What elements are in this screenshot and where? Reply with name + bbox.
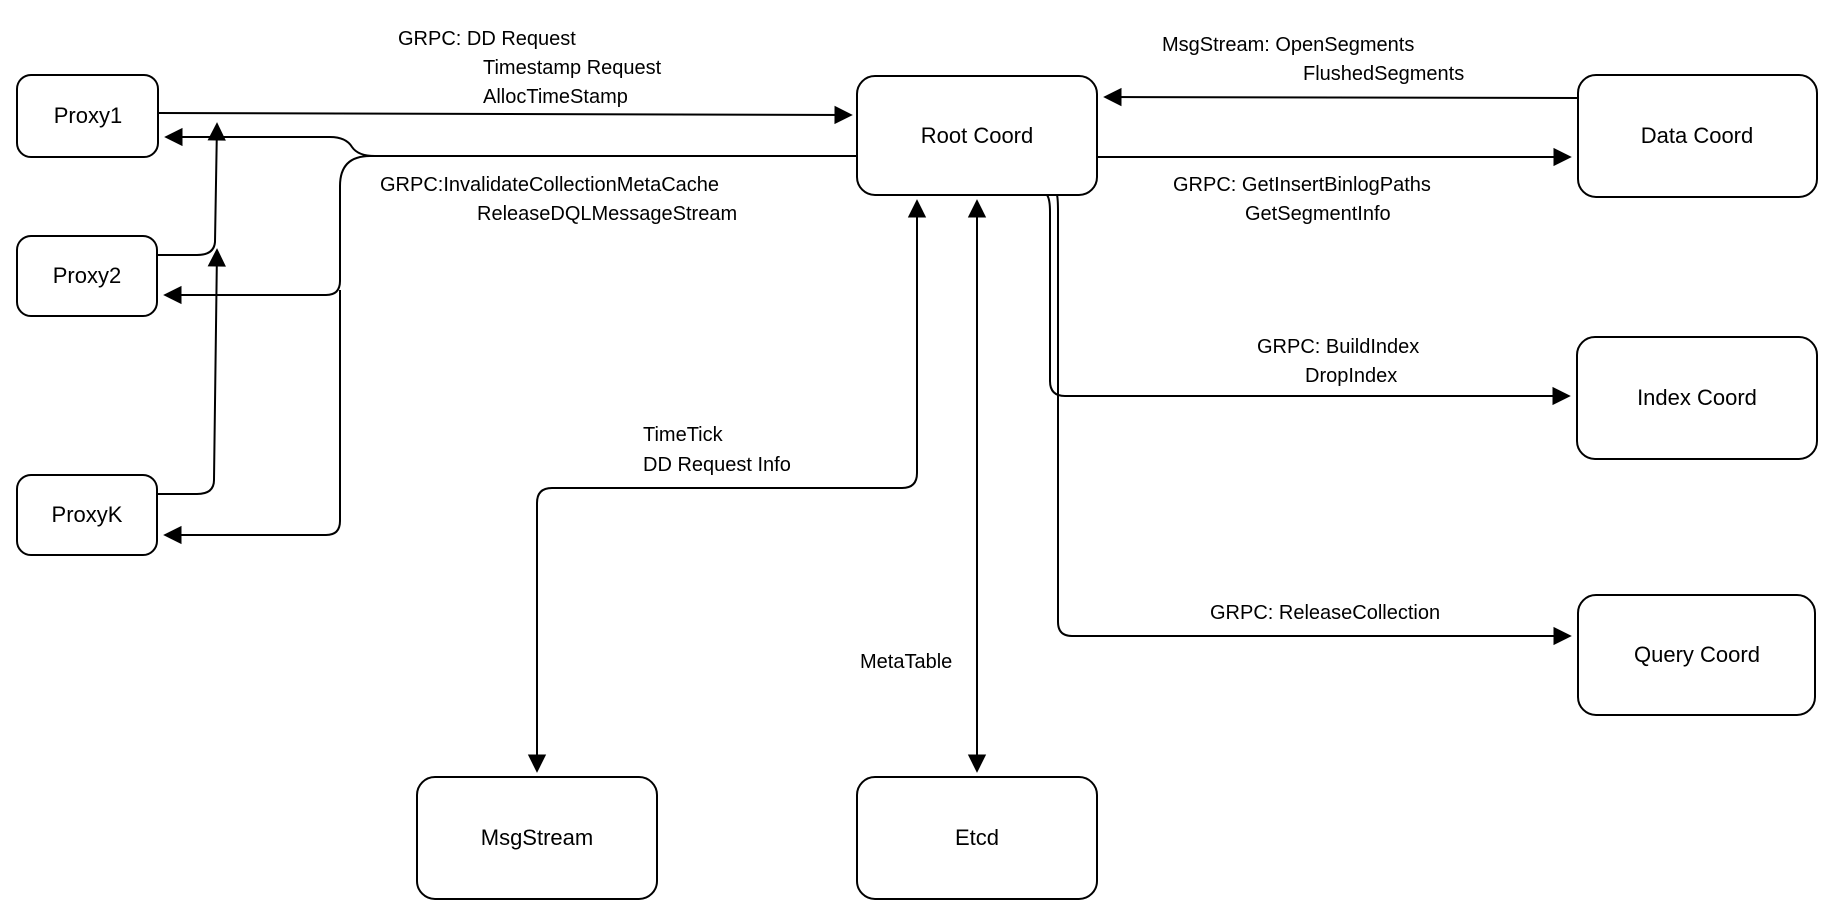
label-root-to-proxy: GRPC:InvalidateCollectionMetaCache Relea… xyxy=(380,174,737,225)
edge-rootcoord-to-indexcoord xyxy=(1046,194,1571,406)
label-root-to-proxy-line2: ReleaseDQLMessageStream xyxy=(477,203,737,225)
edge-rootcoord-to-proxyk xyxy=(163,290,341,545)
label-proxy-to-root-line3: AllocTimeStamp xyxy=(483,86,628,108)
label-root-to-data: GRPC: GetInsertBinlogPaths GetSegmentInf… xyxy=(1173,174,1431,225)
label-root-to-msgstream-line1: TimeTick xyxy=(643,424,724,446)
label-root-to-etcd-line1: MetaTable xyxy=(860,651,952,673)
node-msgstream: MsgStream xyxy=(416,776,658,900)
node-index-coord-label: Index Coord xyxy=(1637,385,1757,410)
node-root-coord: Root Coord xyxy=(856,75,1098,196)
label-root-to-data-line2: GetSegmentInfo xyxy=(1245,203,1391,225)
node-proxy1-label: Proxy1 xyxy=(54,103,122,128)
label-root-to-query: GRPC: ReleaseCollection xyxy=(1210,602,1440,624)
edge-rootcoord-to-querycoord xyxy=(1056,194,1572,646)
label-proxy-to-root-line2: Timestamp Request xyxy=(483,57,662,79)
node-query-coord: Query Coord xyxy=(1577,594,1816,716)
label-proxy-to-root: GRPC: DD Request Timestamp Request Alloc… xyxy=(398,28,662,108)
label-root-to-msgstream-line2: DD Request Info xyxy=(643,454,791,476)
node-data-coord: Data Coord xyxy=(1577,74,1818,198)
edge-proxy1-to-rootcoord xyxy=(157,105,853,125)
node-index-coord: Index Coord xyxy=(1576,336,1818,460)
node-proxyk: ProxyK xyxy=(16,474,158,556)
label-root-to-index: GRPC: BuildIndex DropIndex xyxy=(1257,336,1419,387)
label-data-to-root: MsgStream: OpenSegments FlushedSegments xyxy=(1162,34,1464,85)
edge-labels: GRPC: DD Request Timestamp Request Alloc… xyxy=(380,28,1464,673)
label-data-to-root-line2: FlushedSegments xyxy=(1303,63,1464,85)
edge-rootcoord-to-proxy2 xyxy=(163,155,857,305)
node-proxyk-label: ProxyK xyxy=(52,502,123,527)
label-proxy-to-root-line1: GRPC: DD Request xyxy=(398,28,576,50)
node-msgstream-label: MsgStream xyxy=(481,825,593,850)
diagram-nodes: Proxy1 Proxy2 ProxyK Root Coord Data Coo… xyxy=(16,74,1818,900)
label-root-to-index-line2: DropIndex xyxy=(1305,365,1397,387)
node-proxy2-label: Proxy2 xyxy=(53,263,121,288)
label-data-to-root-line1: MsgStream: OpenSegments xyxy=(1162,34,1414,56)
label-root-to-data-line1: GRPC: GetInsertBinlogPaths xyxy=(1173,174,1431,196)
edge-rootcoord-msgstream xyxy=(527,199,927,773)
edge-proxy2-to-rootcoord xyxy=(157,122,226,256)
node-data-coord-label: Data Coord xyxy=(1641,123,1754,148)
node-root-coord-label: Root Coord xyxy=(921,123,1034,148)
edge-rootcoord-to-proxy1 xyxy=(164,127,857,157)
node-etcd: Etcd xyxy=(856,776,1098,900)
label-root-to-proxy-line1: GRPC:InvalidateCollectionMetaCache xyxy=(380,174,719,196)
node-proxy1: Proxy1 xyxy=(16,74,159,158)
label-root-to-etcd: MetaTable xyxy=(860,651,952,673)
node-query-coord-label: Query Coord xyxy=(1634,642,1760,667)
edge-proxyk-to-rootcoord xyxy=(157,248,226,495)
label-root-to-msgstream: TimeTick DD Request Info xyxy=(643,424,791,476)
node-etcd-label: Etcd xyxy=(955,825,999,850)
label-root-to-index-line1: GRPC: BuildIndex xyxy=(1257,336,1419,358)
edge-datacoord-to-rootcoord xyxy=(1103,87,1579,107)
label-root-to-query-line1: GRPC: ReleaseCollection xyxy=(1210,602,1440,624)
diagram-edges xyxy=(157,87,1579,773)
node-proxy2: Proxy2 xyxy=(16,235,158,317)
